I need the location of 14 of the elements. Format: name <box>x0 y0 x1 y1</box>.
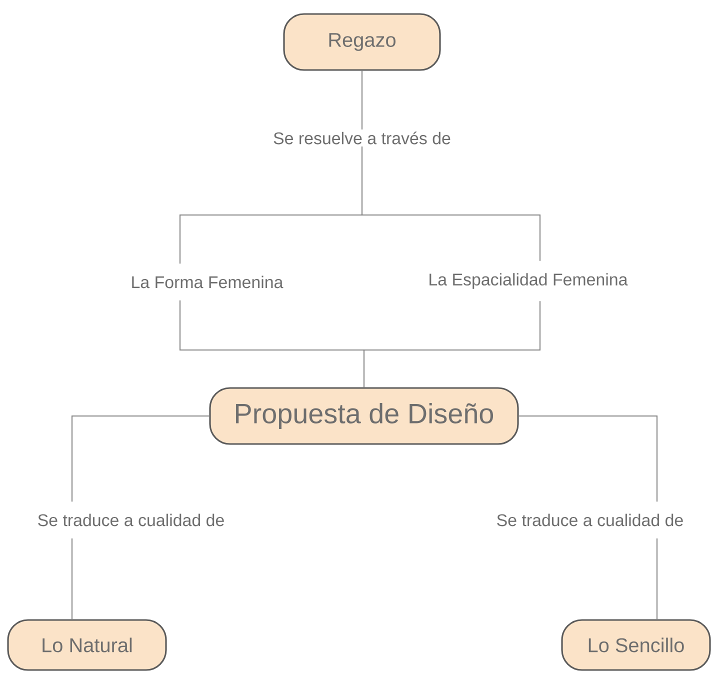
connector-line <box>656 538 658 620</box>
connector-line <box>72 416 210 502</box>
rounded-box: Regazo <box>283 13 441 71</box>
connector-line <box>362 146 540 262</box>
connector-text: La Forma Femenina <box>132 276 284 288</box>
rounded-box: Propuesta de Diseño <box>209 387 519 445</box>
connector-text: Se traduce a cualidad de <box>497 514 683 526</box>
rounded-box: Lo Natural <box>7 619 167 671</box>
connector-text: Se resuelve a través de <box>274 132 450 144</box>
connector-line <box>518 416 658 502</box>
connector-line <box>364 300 540 388</box>
connector-text: Se traduce a cualidad de <box>38 514 224 526</box>
rounded-box: Lo Sencillo <box>561 619 711 671</box>
connector-text: La Espacialidad Femenina <box>430 273 628 289</box>
